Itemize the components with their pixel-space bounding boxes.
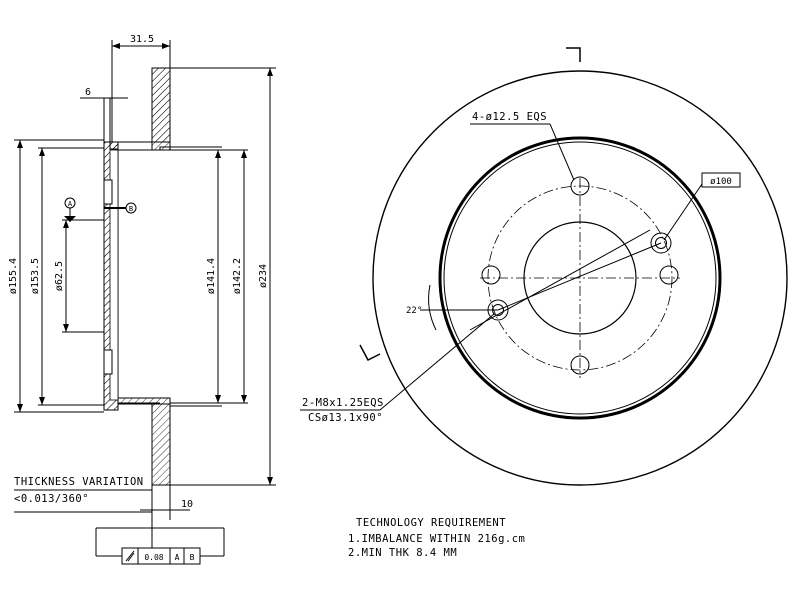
dim-142-2: ø142.2 <box>232 258 243 294</box>
threads-label-2: CSø13.1x90° <box>308 412 383 424</box>
datum-b-label: B <box>129 205 133 213</box>
bolt-hole-top <box>570 176 590 196</box>
tolerance-value: 0.08 <box>144 553 163 562</box>
disc-outer-edge <box>372 70 788 486</box>
section-marker-bottom <box>359 344 381 361</box>
bolt-holes-label: 4-ø12.5 EQS <box>472 111 547 123</box>
tech-req-line1: 1.IMBALANCE WITHIN 216g.cm <box>348 533 525 545</box>
hat-outer-circle <box>438 136 722 420</box>
bolt-hole-left <box>481 265 501 285</box>
runout-icon <box>125 550 135 562</box>
hat-inner-circle <box>443 141 717 415</box>
tolerance-datum-a: A <box>175 553 180 562</box>
tech-req-line2: 2.MIN THK 8.4 MM <box>348 547 457 559</box>
thickness-variation-title: THICKNESS VARIATION <box>14 476 144 488</box>
disc-friction-ring-bottom <box>151 403 171 486</box>
technology-requirement: TECHNOLOGY REQUIREMENT 1.IMBALANCE WITHI… <box>348 517 525 559</box>
bolt-hole-bottom <box>570 355 590 375</box>
thread-hole-1 <box>650 232 672 254</box>
tolerance-frame: 0.08 A B <box>95 527 225 565</box>
section-marker-top <box>566 47 581 62</box>
thickness-variation-value: <0.013/360° <box>14 493 89 505</box>
dim-141-4: ø141.4 <box>206 258 217 294</box>
bolt-hole-right <box>659 265 679 285</box>
dim-153-5: ø153.5 <box>30 258 41 294</box>
dim-31-5: 31.5 <box>130 34 154 45</box>
datum-a-label: A <box>68 200 73 208</box>
side-section-view: 31.5 6 ø155.4 ø153.5 ø62.5 ø141.4 ø142.2… <box>8 34 276 560</box>
hub-bore <box>109 149 119 401</box>
dim-62-5: ø62.5 <box>54 261 65 291</box>
front-view: 4-ø12.5 EQS ø100 22° 2-M8x1.25EQS CSø13.… <box>300 47 788 486</box>
thickness-variation-note: THICKNESS VARIATION <0.013/360° <box>14 476 152 513</box>
disc-friction-ring-top <box>151 67 171 151</box>
dim-6: 6 <box>85 87 91 98</box>
tolerance-datum-b: B <box>190 553 195 562</box>
angle-label: 22° <box>406 306 422 316</box>
dim-234: ø234 <box>258 264 269 288</box>
threads-label-1: 2-M8x1.25EQS <box>302 397 384 409</box>
pcd-box <box>701 172 741 188</box>
dim-10: 10 <box>181 499 193 510</box>
tech-req-title: TECHNOLOGY REQUIREMENT <box>356 517 506 529</box>
pcd-label: ø100 <box>710 177 732 187</box>
dim-155-4: ø155.4 <box>8 258 19 294</box>
